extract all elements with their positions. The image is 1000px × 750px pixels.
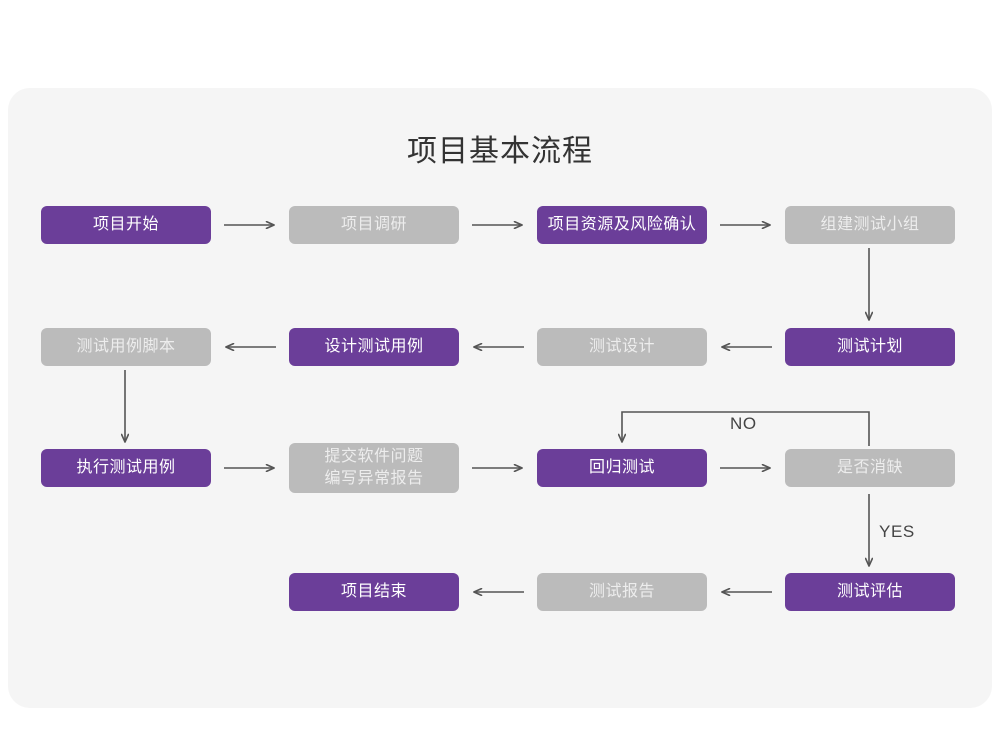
flow-node-label: 测试评估: [836, 583, 903, 600]
flow-node-label: 组建测试小组: [820, 216, 920, 233]
flow-node-label: 是否消缺: [836, 459, 903, 476]
flow-node-label: 项目资源及风险确认: [547, 216, 697, 233]
edge-label-yes: YES: [879, 522, 915, 541]
flow-node-test-evaluation[interactable]: 测试评估: [785, 573, 955, 611]
edge-label-no: NO: [730, 414, 757, 433]
flow-node-test-case-script[interactable]: 测试用例脚本: [41, 328, 211, 366]
flow-node-defects-cleared[interactable]: 是否消缺: [785, 449, 955, 487]
flow-node-label: 测试设计: [588, 338, 655, 355]
diagram-card: [8, 88, 992, 708]
flow-node-build-test-team[interactable]: 组建测试小组: [785, 206, 955, 244]
flow-node-label-line1: 提交软件问题: [324, 448, 424, 465]
flow-node-execute-test-case[interactable]: 执行测试用例: [41, 449, 211, 487]
flow-node-project-research[interactable]: 项目调研: [289, 206, 459, 244]
flow-node-label: 执行测试用例: [76, 459, 176, 476]
flow-node-test-report[interactable]: 测试报告: [537, 573, 707, 611]
flow-node-label: 回归测试: [588, 459, 655, 476]
flow-node-label: 项目调研: [340, 216, 407, 233]
flow-node-label: 测试报告: [588, 583, 655, 600]
flow-node-design-test-case[interactable]: 设计测试用例: [289, 328, 459, 366]
page-title: 项目基本流程: [407, 135, 593, 168]
flow-node-resource-risk-confirm[interactable]: 项目资源及风险确认: [537, 206, 707, 244]
flow-node-label: 项目开始: [92, 216, 159, 233]
flow-node-submit-issue-report[interactable]: 提交软件问题 编写异常报告: [289, 443, 459, 493]
flow-node-project-end[interactable]: 项目结束: [289, 573, 459, 611]
flow-node-project-start[interactable]: 项目开始: [41, 206, 211, 244]
flow-node-regression-test[interactable]: 回归测试: [537, 449, 707, 487]
flow-node-test-plan[interactable]: 测试计划: [785, 328, 955, 366]
flow-node-label: 设计测试用例: [324, 338, 424, 355]
flow-node-label: 项目结束: [340, 583, 407, 600]
flow-node-test-design[interactable]: 测试设计: [537, 328, 707, 366]
flow-node-label-line2: 编写异常报告: [324, 470, 424, 487]
flow-node-label: 测试计划: [836, 338, 903, 355]
flow-node-label: 测试用例脚本: [76, 338, 176, 355]
